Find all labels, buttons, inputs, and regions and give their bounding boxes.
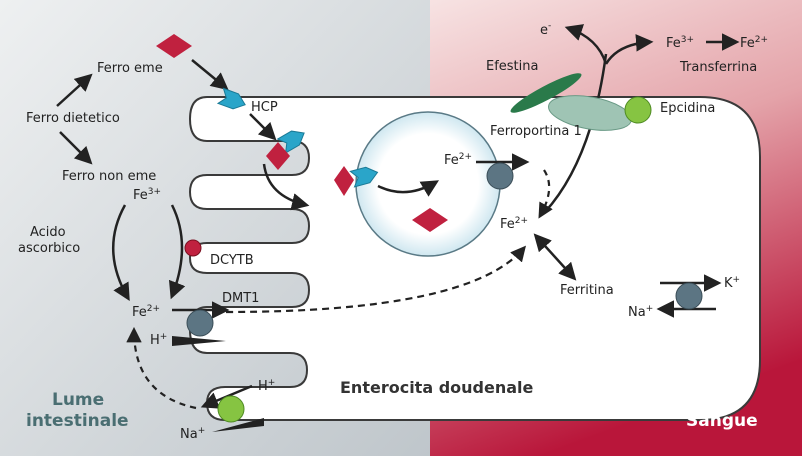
arrow-dietetico-to-non-eme — [59, 131, 93, 165]
ion-electron: e- — [540, 21, 551, 38]
ion-fe2-cytoplasm: Fe2+ — [500, 216, 528, 232]
heme-diamond-vesicle — [412, 208, 448, 232]
efestina-protein — [510, 73, 582, 113]
arrow-fe2-ferritina — [533, 233, 577, 281]
ion-k-pump: K+ — [724, 275, 740, 291]
label-ferroportina: Ferroportina 1 — [490, 124, 582, 139]
na-cotransport-wedge — [212, 418, 264, 432]
arrow-heme-into-cell — [262, 163, 310, 211]
arrow-dietetico-to-eme — [56, 73, 93, 107]
label-ascorbico: ascorbico — [18, 241, 80, 256]
label-ferro-dietetico: Ferro dietetico — [26, 111, 120, 126]
label-sangue: Sangue — [686, 411, 758, 431]
label-dcytb: DCYTB — [210, 253, 254, 268]
ion-fe2-lumen: Fe2+ — [132, 304, 160, 320]
ion-fe2-vesicle: Fe2+ — [444, 152, 472, 168]
ion-na-pump: Na+ — [628, 304, 653, 320]
dcytb-protein — [184, 239, 202, 257]
na-k-pump — [675, 282, 703, 310]
vesicle-fe-channel — [486, 162, 514, 190]
label-ferro-eme: Ferro eme — [97, 61, 163, 76]
arrow-hcp-to-cell — [249, 113, 277, 141]
label-dmt1: DMT1 — [222, 291, 259, 306]
hcp-transporter-cytoplasm — [349, 166, 379, 188]
ion-h-dmt1: H+ — [150, 332, 167, 348]
label-ferro-non-eme: Ferro non eme — [62, 169, 156, 184]
arrow-to-fe3 — [604, 34, 654, 65]
ion-fe3-blood: Fe3+ — [666, 35, 694, 51]
h-cotransport-wedge — [172, 336, 226, 346]
arrow-fe3-to-fe2-right — [168, 204, 186, 300]
heme-diamond-cytoplasm — [334, 166, 354, 196]
hcp-transporter-top — [216, 87, 246, 110]
label-lume-1: Lume — [52, 390, 104, 410]
label-epcidina: Epcidina — [660, 101, 715, 116]
label-transferrina: Transferrina — [679, 60, 757, 75]
arrow-fe2-export — [544, 53, 608, 213]
dmt1-channel — [186, 309, 214, 337]
endosome-vesicle — [355, 111, 501, 257]
arrow-heme-to-hcp — [191, 59, 229, 91]
label-ferritina: Ferritina — [560, 283, 614, 298]
hcp-transporter-membrane — [276, 130, 305, 154]
heme-diamond-membrane — [266, 142, 290, 170]
arrow-fe3-to-fe2-left — [111, 204, 130, 302]
enterocyte-cell — [188, 96, 761, 421]
arrow-electron — [564, 24, 608, 65]
arrow-heme-vesicle — [377, 180, 440, 197]
label-efestina: Efestina — [486, 59, 538, 74]
arrow-h-recycle — [126, 326, 197, 410]
label-enterocita: Enterocita doudenale — [340, 378, 534, 397]
ion-na-exchanger: Na+ — [180, 426, 205, 442]
exchanger-green — [217, 395, 245, 423]
arrow-fe2-dashed-down — [538, 169, 553, 219]
heme-diamond-lumen — [156, 34, 192, 58]
ion-fe3-lumen: Fe3+ — [133, 187, 161, 203]
label-lume-2: intestinale — [26, 411, 129, 431]
arrow-dmt1-to-fe2-cell — [225, 245, 526, 314]
label-hcp: HCP — [251, 100, 278, 115]
ion-h-exchanger: H+ — [258, 378, 275, 394]
label-acido: Acido — [30, 225, 66, 240]
epcidina-protein — [624, 96, 652, 124]
ion-fe2-blood: Fe2+ — [740, 35, 768, 51]
